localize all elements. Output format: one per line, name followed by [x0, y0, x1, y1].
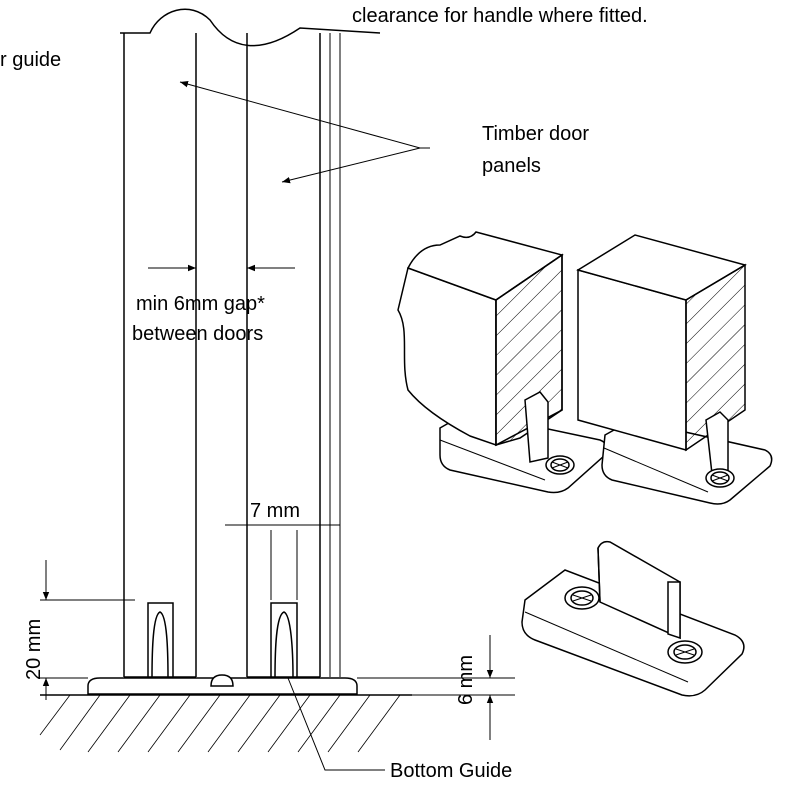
top-guide-label: r guide	[0, 49, 61, 71]
center-bump	[210, 674, 234, 687]
dimension-7mm	[225, 524, 340, 600]
leader-bottom-guide	[287, 677, 385, 771]
six-mm-label: 6 mm	[455, 655, 477, 705]
twenty-mm-label: 20 mm	[23, 619, 45, 680]
bottom-guide-label: Bottom Guide	[390, 760, 512, 782]
guide-fin-2	[270, 602, 298, 679]
gap-label-1: min 6mm gap*	[136, 293, 265, 315]
gap-label-2: between doors	[132, 323, 263, 345]
guide-fin-1	[147, 602, 174, 679]
iso-door-1	[397, 231, 608, 494]
seven-mm-label: 7 mm	[250, 500, 300, 522]
floor-hatch	[39, 694, 401, 753]
dimension-6mm	[357, 635, 515, 740]
break-line	[120, 8, 381, 47]
top-note: clearance for handle where fitted.	[352, 5, 648, 27]
door-panel-1	[123, 33, 197, 678]
front-elevation	[39, 8, 515, 771]
iso-guide	[521, 540, 745, 697]
leader-door-panels	[179, 81, 430, 184]
screw-1	[545, 455, 575, 475]
screw-2	[705, 468, 735, 488]
iso-door-2	[576, 234, 773, 505]
door-panel-2	[246, 33, 321, 678]
screw-4	[667, 640, 703, 664]
door-panels-label-2: panels	[482, 155, 541, 177]
door-panels-label-1: Timber door	[482, 123, 589, 145]
dimension-20mm	[40, 560, 135, 700]
screw-3	[564, 586, 600, 610]
